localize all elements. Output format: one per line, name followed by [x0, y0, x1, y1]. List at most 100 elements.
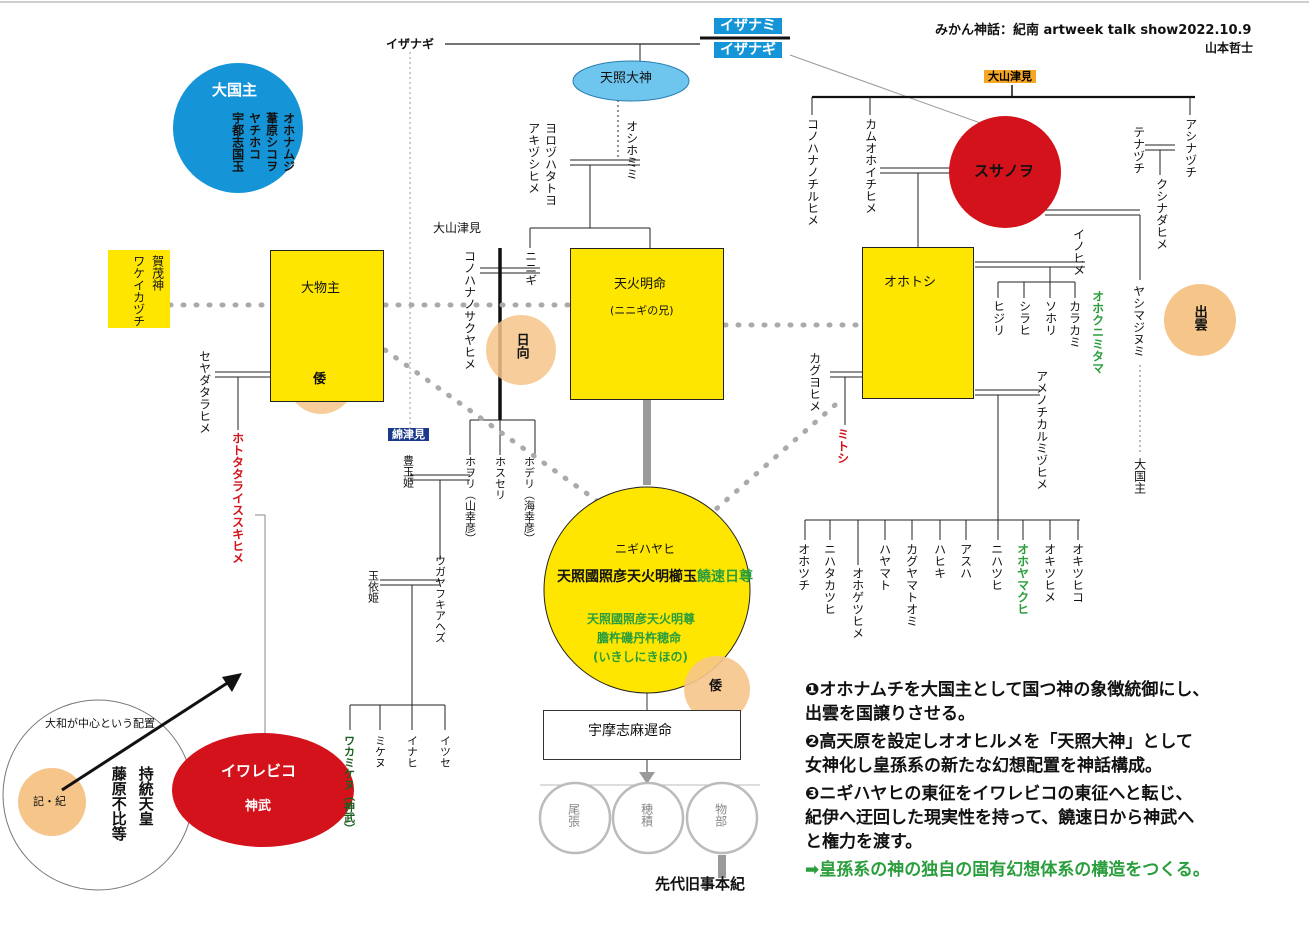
- child-7: アスハ: [958, 543, 973, 579]
- iware-label: イワレビコ: [221, 762, 297, 780]
- tamayori-label: 玉依姫: [366, 570, 380, 603]
- amaterasu-label: 天照大神: [600, 71, 653, 86]
- sohori-label: ソホリ: [1043, 300, 1058, 336]
- hozumi-label: 穂積: [639, 803, 654, 827]
- child-3: オホゲツヒメ: [850, 567, 865, 639]
- kamo-box: [108, 250, 170, 328]
- umashimaji-label: 宇摩志麻遅命: [588, 723, 672, 739]
- hoderi-label: ホデリ（海幸彦）: [522, 456, 536, 544]
- konohanasakuya-label: コノハナノサクヤヒメ: [462, 250, 477, 370]
- note-5: ❸ニギハヤヒの東征をイワレビコの東征へと転じ、: [805, 784, 1193, 804]
- umashimaji-box: [543, 710, 741, 760]
- izanagi-tag: イザナギ: [714, 42, 782, 58]
- okuninushi-name-4: 宇都志国玉: [230, 112, 245, 172]
- oyamatsumi-label-center: 大山津見: [433, 221, 482, 235]
- sendai-label: 先代旧事本紀: [655, 875, 746, 893]
- okunimitama-label: オホクニミタマ: [1090, 290, 1105, 374]
- hototatara-label: ホトタタライススキヒメ: [230, 432, 245, 564]
- nigihayahi-top: ニギハヤヒ: [615, 542, 676, 556]
- kiki-label: 記・紀: [33, 795, 66, 808]
- hosuseri-label: ホスセリ: [493, 456, 507, 500]
- child-4: ハヤマト: [877, 543, 892, 591]
- amechikaru-label: アメノチカルミヅヒメ: [1034, 370, 1049, 490]
- ugaya-label: ウガヤフキアヘズ: [433, 555, 447, 643]
- shirahi-label: シラヒ: [1017, 300, 1032, 336]
- wakamikenu-label: ワカミケヌ（神武）: [342, 735, 356, 834]
- child-5: カグヤマトオミ: [904, 543, 919, 627]
- child-10: オキツヒメ: [1042, 543, 1057, 603]
- jito-label: 持統天皇: [136, 766, 155, 826]
- omononushi-box: [270, 250, 384, 402]
- nigihayahi-wa: 倭: [709, 679, 723, 694]
- otoshi-box: [862, 247, 974, 399]
- hoori-label: ホヲリ（山幸彦）: [463, 456, 477, 544]
- izanami-tag: イザナミ: [714, 18, 782, 34]
- oyamatsumi-tag: 大山津見: [984, 70, 1036, 83]
- okuninushi2-label: 大国主: [1132, 458, 1147, 494]
- izumo-label: 出雲: [1191, 305, 1207, 331]
- okuninushi-name-3: ヤチホコ: [247, 112, 262, 160]
- note-8: ➡皇孫系の神の独自の固有幻想体系の構造をつくる。: [805, 860, 1210, 880]
- hijiri-label: ヒジリ: [991, 300, 1006, 336]
- tenazuchi-label: テナヅチ: [1131, 126, 1146, 174]
- nigihayahi-green-1: 天照國照彦天火明尊: [587, 612, 696, 626]
- credit-line: みかん神話：紀南 artweek talk show2022.10.9: [935, 23, 1252, 38]
- yorozuhatatoyo-label: ヨロヅハタトヨ: [543, 122, 558, 206]
- nigihayahi-green-3: (いきしにきほの): [593, 650, 688, 664]
- amenohoakari-label: 天火明命: [614, 277, 667, 292]
- amenohoakari-sub: (ニニギの兄): [610, 304, 674, 317]
- kamo-label: 賀茂神: [150, 255, 165, 291]
- ashinazuchi-label: アシナヅチ: [1183, 118, 1198, 178]
- inahi-label: イナヒ: [405, 735, 419, 768]
- okuninushi-name-1: オホナムジ: [281, 112, 296, 172]
- note-4: 女神化し皇孫系の新たな幻想配置を神話構成。: [805, 756, 1162, 776]
- wakeikazuchi-label: ワケイカヅチ: [131, 255, 146, 327]
- akizushihime-label: アキヅシヒメ: [526, 122, 541, 194]
- otoshi-label: オホトシ: [884, 275, 937, 290]
- karakami-label: カラカミ: [1067, 300, 1082, 348]
- wa-label: 倭: [313, 372, 327, 387]
- child-9: オホヤマクヒ: [1015, 543, 1030, 615]
- note-7: と権力を渡す。: [805, 832, 923, 852]
- note-2: 出雲を国譲りさせる。: [805, 704, 975, 724]
- itsuse-label: イツセ: [438, 735, 452, 768]
- omononushi-label: 大物主: [301, 281, 341, 296]
- yashimajinumi-label: ヤシマジヌミ: [1131, 285, 1146, 357]
- nigihayahi-main: 天照國照彦天火明櫛玉饒速日尊: [557, 570, 753, 584]
- konohanachiru-label: コノハナノチルヒメ: [805, 118, 820, 226]
- fujiwara-label: 藤原不比等: [109, 766, 128, 841]
- hyuga-label: 日向: [513, 333, 529, 359]
- child-1: オホツチ: [796, 543, 811, 591]
- child-8: ニハツヒ: [989, 543, 1004, 591]
- ninigi-label: ニニギ: [523, 250, 538, 286]
- nigihayahi-main-b: 饒速日尊: [697, 569, 753, 585]
- yamato-label: 大和が中心という配置: [45, 717, 155, 730]
- owari-label: 尾張: [566, 803, 581, 827]
- credit-author: 山本哲士: [1205, 41, 1254, 55]
- oshihomimi-label: オシホミミ: [624, 120, 639, 180]
- amenohoakari-box: [570, 248, 724, 400]
- nigihayahi-main-a: 天照國照彦天火明櫛玉: [557, 569, 697, 585]
- kamuoichi-label: カムオホイチヒメ: [863, 118, 878, 214]
- izanagi-label: イザナギ: [386, 37, 435, 51]
- seyadatara-label: セヤダタラヒメ: [197, 350, 212, 434]
- kushinada-label: クシナダヒメ: [1154, 178, 1169, 250]
- watatsumi-tag: 綿津見: [388, 428, 429, 441]
- nigihayahi-green-2: 膽杵磯丹杵穂命: [597, 631, 682, 645]
- mikenu-label: ミケヌ: [373, 735, 387, 768]
- child-6: ハヒキ: [932, 543, 947, 579]
- susanoo-label: スサノヲ: [974, 162, 1034, 180]
- child-11: オキツヒコ: [1070, 543, 1085, 603]
- note-3: ❷高天原を設定しオオヒルメを「天照大神」として: [805, 732, 1193, 752]
- kaguyohime-label: カグヨヒメ: [807, 352, 822, 412]
- note-1: ❶オホナムチを大国主として国つ神の象徴統御にし、: [805, 680, 1210, 700]
- toyotama-label: 豊玉姫: [401, 455, 415, 488]
- jimmu-label: 神武: [245, 799, 272, 814]
- okuninushi-name-2: 葦原シコヲ: [264, 112, 279, 172]
- mononobe-label: 物部: [713, 803, 728, 827]
- inohime-label: イノヒメ: [1071, 228, 1086, 276]
- mitoshi-label: ミトシ: [835, 428, 850, 464]
- child-2: ニハタカツヒ: [822, 543, 837, 615]
